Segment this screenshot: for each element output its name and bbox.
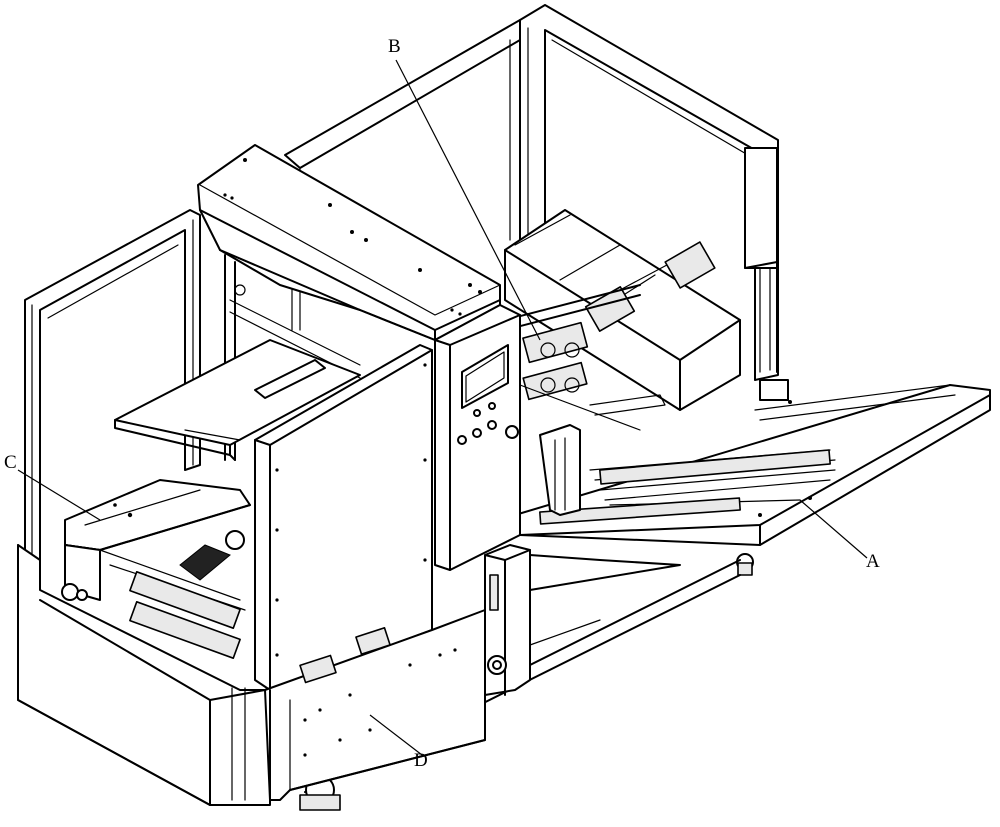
roller-conveyor-a	[514, 379, 991, 576]
label-a: A	[866, 551, 880, 572]
left-conveyor-c	[61, 479, 251, 660]
control-knob	[505, 425, 519, 439]
vertical-post	[484, 544, 531, 696]
control-button-1	[457, 435, 467, 445]
top-hood	[197, 144, 501, 341]
leader-d	[369, 714, 423, 756]
control-button-2	[472, 428, 482, 438]
label-c: C	[4, 452, 17, 473]
inner-guide	[539, 424, 581, 516]
control-button-3	[487, 420, 497, 430]
box-bin	[504, 209, 741, 411]
leader-c	[17, 469, 101, 521]
touch-screen	[461, 344, 509, 409]
control-cabinet	[434, 304, 521, 571]
label-b: B	[388, 36, 401, 57]
control-button-4	[473, 409, 481, 417]
label-d: D	[414, 750, 428, 771]
leader-b	[395, 59, 541, 341]
leader-a	[799, 499, 868, 559]
label-leaders	[17, 59, 868, 756]
slide-tray	[114, 339, 361, 461]
lower-panel-d	[264, 609, 486, 801]
control-button-5	[488, 402, 496, 410]
opening-mechanism-b	[504, 284, 666, 431]
left-base-frame	[17, 544, 271, 806]
